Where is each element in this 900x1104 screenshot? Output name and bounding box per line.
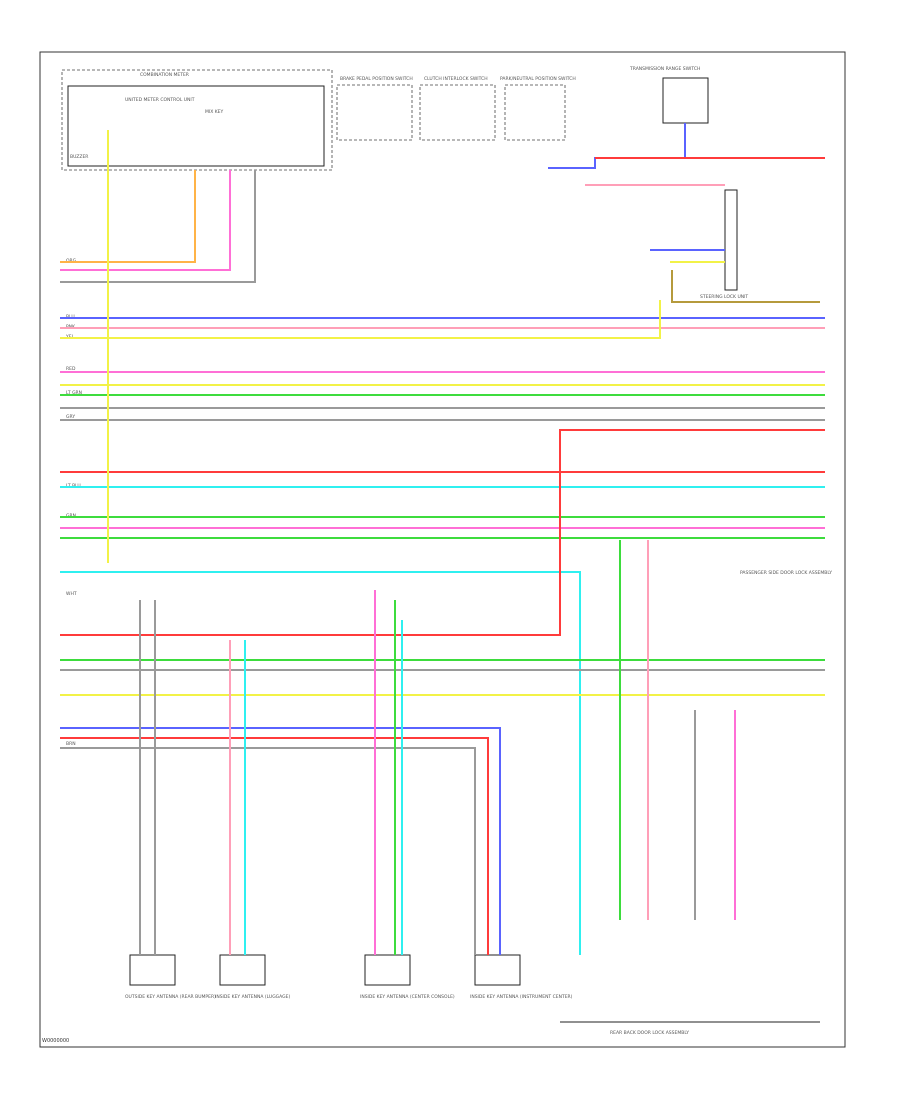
wire-19: [60, 747, 476, 955]
trans-range-label: TRANSMISSION RANGE SWITCH: [629, 66, 700, 72]
stop-lamp-switch-label: BRAKE PEDAL POSITION SWITCH: [340, 76, 413, 82]
steering-lock-label: STEERING LOCK UNIT: [700, 294, 748, 300]
smart-entry-label: PASSENGER SIDE DOOR LOCK ASSEMBLY: [740, 570, 832, 576]
wire-13: [60, 571, 581, 955]
wire-9: [60, 300, 661, 339]
wire-label-wht: WHT: [66, 591, 77, 597]
wire-label-brn: BRN: [66, 741, 76, 747]
stop-lamp-switch-box: [336, 84, 413, 141]
outside-key-antenna-box: [129, 954, 176, 986]
inside-key-antenna-console-box: [364, 954, 411, 986]
park-neutral-switch-label: PARK/NEUTRAL POSITION SWITCH: [500, 76, 576, 82]
clutch-switch-box: [419, 84, 496, 141]
rear-door-lock-label: REAR BACK DOOR LOCK ASSEMBLY: [610, 1030, 689, 1036]
wire-24: [548, 123, 686, 169]
diagram-frame: [39, 51, 846, 1048]
buzzer-label: BUZZER: [70, 154, 88, 160]
outside-key-antenna-label: OUTSIDE KEY ANTENNA (REAR BUMPER): [125, 994, 216, 1000]
inside-key-antenna-instrument-box: [474, 954, 521, 986]
trans-range-box: [662, 77, 709, 124]
inside-key-antenna-instrument-label: INSIDE KEY ANTENNA (INSTRUMENT CENTER): [470, 994, 573, 1000]
clutch-switch-label: CLUTCH INTERLOCK SWITCH: [424, 76, 488, 82]
park-neutral-switch-box: [504, 84, 566, 141]
wire-group: [60, 123, 825, 955]
combination-meter-label: COMBINATION METER: [140, 72, 189, 78]
meter-control-unit-box: [67, 85, 325, 167]
wire-label-lt-grn: LT GRN: [66, 390, 82, 396]
wire-22: [60, 170, 231, 271]
inside-key-antenna-console-label: INSIDE KEY ANTENNA (CENTER CONSOLE): [360, 994, 455, 1000]
wire-23: [60, 170, 256, 283]
wire-label-gry: GRY: [66, 414, 75, 420]
combination-meter-box: [61, 69, 333, 171]
meter-control-unit-label: UNITED METER CONTROL UNIT: [125, 97, 195, 103]
wire-17: [60, 727, 501, 955]
page-code: W0000000: [42, 1038, 69, 1044]
inside-key-antenna-luggage-label: INSIDE KEY ANTENNA (LUGGAGE): [215, 994, 291, 1000]
wire-21: [60, 170, 196, 263]
wire-18: [60, 737, 489, 955]
inside-key-antenna-luggage-box: [219, 954, 266, 986]
mix-key-label: MIX KEY: [205, 109, 224, 115]
wire-20: [60, 429, 825, 636]
wire-label-red: RED: [66, 366, 76, 372]
steering-lock-connector: [724, 189, 738, 291]
wire-29: [671, 270, 820, 303]
